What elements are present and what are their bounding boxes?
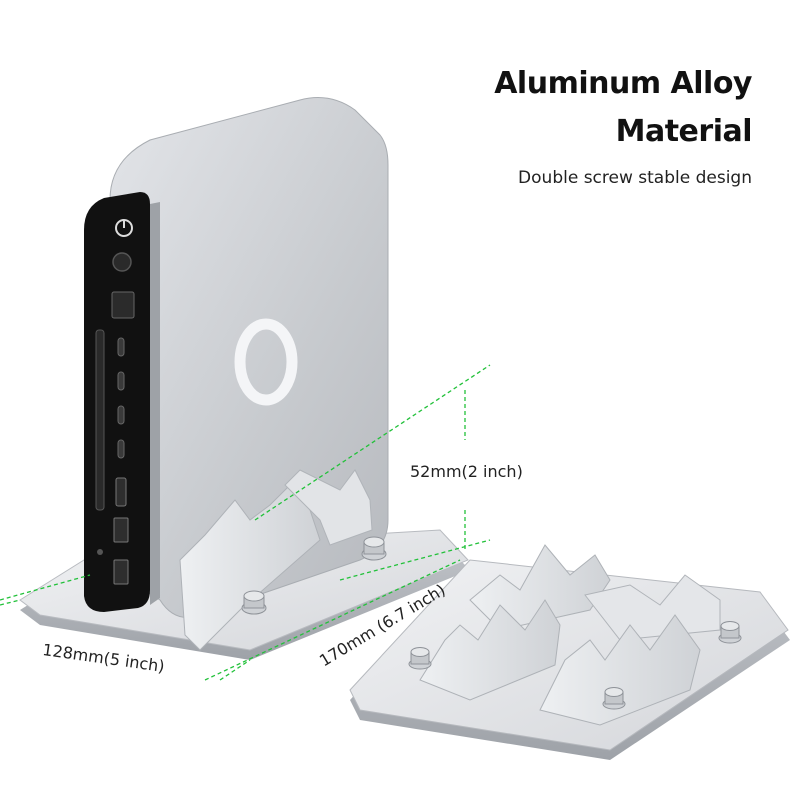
headline: Aluminum Alloy Material Double screw sta… bbox=[494, 60, 752, 188]
screw-icon bbox=[718, 621, 742, 644]
dimension-guides bbox=[0, 364, 491, 681]
screw-icon bbox=[241, 590, 267, 615]
headline-line-2: Material bbox=[615, 114, 753, 149]
screw-icon bbox=[361, 536, 387, 561]
dc-jack-icon bbox=[112, 252, 132, 272]
hdmi-port-icon bbox=[115, 477, 127, 507]
usb-a-port-icon bbox=[113, 517, 129, 543]
headline-subtitle: Double screw stable design bbox=[518, 168, 752, 188]
screw-icon bbox=[408, 647, 432, 670]
screw-icon bbox=[602, 687, 626, 710]
usb-c-ports-icon bbox=[117, 337, 125, 459]
audio-jack-icon bbox=[97, 549, 103, 555]
left-stand-fins bbox=[179, 469, 387, 651]
ring-logo-icon bbox=[234, 318, 298, 406]
height-dimension-label: 52mm(2 inch) bbox=[410, 462, 523, 481]
right-stand bbox=[349, 544, 790, 760]
headline-line-1: Aluminum Alloy bbox=[494, 66, 752, 101]
card-slot-icon bbox=[95, 329, 105, 511]
ethernet-port-icon bbox=[111, 291, 135, 319]
